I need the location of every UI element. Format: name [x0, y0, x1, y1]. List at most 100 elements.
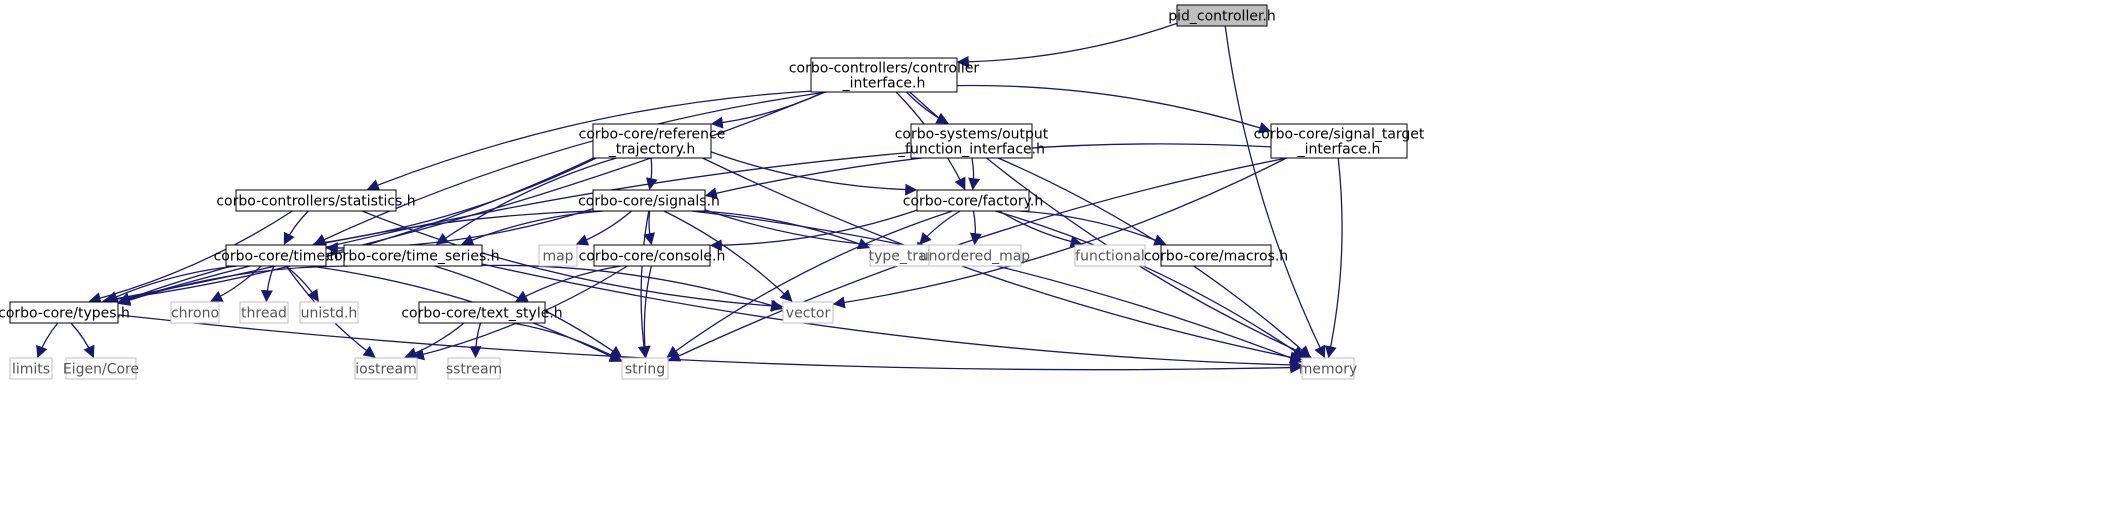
node-label-unistd: unistd.h: [301, 306, 358, 322]
edge-ci-to-stat: [366, 90, 812, 191]
edge-sig-to-vector: [663, 210, 793, 302]
node-label-fac: corbo-core/factory.h: [903, 194, 1043, 210]
node-label-um: unordered_map: [920, 249, 1030, 265]
node-stat[interactable]: corbo-controllers/statistics.h: [216, 189, 416, 212]
node-sti[interactable]: corbo-core/signal_target_interface.h: [1254, 123, 1425, 159]
edge-ci-to-ofi: [906, 91, 949, 124]
node-box-limits: [9, 357, 53, 380]
node-label-tt: type_traits: [869, 249, 944, 265]
edge-sig-to-ts: [461, 210, 604, 246]
edge-sig-to-types: [117, 210, 595, 304]
edge-types-to-memory: [117, 314, 1303, 374]
edge-pid-to-memory: [1224, 25, 1326, 359]
node-label-ref-line-1: _trajectory.h: [608, 142, 695, 158]
node-box-iostream: [354, 357, 418, 380]
node-box-ts: [343, 244, 483, 267]
edge-types-to-eigen: [70, 322, 95, 359]
node-label-ofi-line-1: _function_interface.h: [897, 142, 1045, 158]
edge-fac-to-mac: [1019, 210, 1167, 246]
node-box-sig: [592, 189, 706, 212]
node-label-con: corbo-core/console.h: [579, 249, 726, 265]
node-box-unistd: [299, 301, 359, 324]
node-label-sstream: sstream: [446, 362, 502, 378]
node-tsty[interactable]: corbo-core/text_style.h: [401, 301, 563, 324]
edge-fac-to-con: [709, 209, 918, 252]
edge-time-to-string: [310, 265, 623, 362]
node-limits: limits: [9, 357, 53, 380]
edge-ofi-to-fac: [968, 157, 981, 191]
edge-ts-to-types: [117, 265, 349, 306]
edge-ci-to-sti: [956, 84, 1272, 134]
edge-sti-to-vector: [832, 157, 1287, 309]
edge-ci-to-time: [313, 91, 827, 245]
node-mac[interactable]: corbo-core/macros.h: [1144, 244, 1288, 267]
node-label-iostream: iostream: [355, 362, 417, 378]
node-ci[interactable]: corbo-controllers/controller_interface.h: [789, 57, 980, 93]
node-types[interactable]: corbo-core/types.h: [0, 301, 130, 324]
node-label-memory: memory: [1299, 362, 1358, 378]
node-time[interactable]: corbo-core/time.h: [214, 244, 339, 267]
node-ref[interactable]: corbo-core/reference_trajectory.h: [579, 123, 726, 159]
edge-tsty-to-iostream: [404, 322, 465, 359]
node-label-limits: limits: [12, 362, 50, 378]
edge-fac-to-func: [998, 210, 1083, 248]
edge-sig-to-string: [637, 210, 650, 359]
node-label-ci-line-0: corbo-controllers/controller: [789, 61, 980, 77]
node-box-mac: [1160, 244, 1272, 267]
node-box-memory: [1301, 357, 1355, 380]
node-box-ofi: [910, 123, 1033, 159]
node-func: functional: [1074, 244, 1146, 267]
edge-fac-to-um: [969, 210, 982, 246]
node-label-ci-line-1: _interface.h: [842, 76, 926, 92]
edge-sig-to-memory: [691, 210, 1303, 364]
node-fac[interactable]: corbo-core/factory.h: [903, 189, 1043, 212]
edge-ref-to-types: [102, 157, 594, 306]
node-vector: vector: [782, 301, 834, 324]
node-ts[interactable]: corbo-core/time_series.h: [326, 244, 500, 267]
node-label-chrono: chrono: [171, 306, 219, 322]
edge-sig-to-con: [643, 210, 655, 246]
node-label-ref-line-0: corbo-core/reference: [579, 127, 726, 143]
node-label-stat: corbo-controllers/statistics.h: [216, 194, 415, 210]
node-box-time: [225, 244, 327, 267]
edges-layer: [36, 22, 1343, 374]
node-box-chrono: [170, 301, 220, 324]
edge-sti-to-memory: [1324, 157, 1343, 359]
node-label-tsty: corbo-core/text_style.h: [401, 306, 562, 322]
node-box-ci: [810, 57, 958, 93]
node-label-types: corbo-core/types.h: [0, 306, 130, 322]
node-box-sstream: [447, 357, 501, 380]
node-label-ts: corbo-core/time_series.h: [326, 249, 499, 265]
node-box-con: [593, 244, 711, 267]
node-pid[interactable]: pid_controller.h: [1168, 4, 1276, 27]
node-label-thread: thread: [241, 306, 287, 322]
edge-time-to-chrono: [210, 265, 262, 302]
node-box-tsty: [418, 301, 546, 324]
node-label-vector: vector: [786, 306, 831, 322]
node-box-um: [928, 244, 1022, 267]
node-label-sti-line-1: _interface.h: [1297, 142, 1381, 158]
node-label-time: corbo-core/time.h: [214, 249, 339, 265]
edge-fac-to-string: [666, 210, 953, 358]
edge-time-to-thread: [260, 265, 275, 303]
node-label-eigen: Eigen/Core: [63, 362, 139, 378]
node-tt: type_traits: [869, 244, 944, 267]
node-box-eigen: [65, 357, 137, 380]
node-box-string: [621, 357, 669, 380]
node-con[interactable]: corbo-core/console.h: [579, 244, 726, 267]
edge-ofi-to-types: [117, 151, 912, 305]
edge-stat-to-time: [283, 210, 309, 246]
node-label-ofi-line-0: corbo-systems/output: [895, 127, 1049, 143]
node-um: unordered_map: [920, 244, 1030, 267]
node-ofi[interactable]: corbo-systems/output_function_interface.…: [895, 123, 1049, 159]
node-box-vector: [782, 301, 834, 324]
edge-con-to-tsty: [515, 265, 621, 302]
node-memory: memory: [1299, 357, 1358, 380]
node-sig[interactable]: corbo-core/signals.h: [578, 189, 720, 212]
node-box-func: [1074, 244, 1146, 267]
edge-pid-to-ci: [956, 22, 1178, 68]
node-unistd: unistd.h: [299, 301, 359, 324]
node-box-stat: [235, 189, 397, 212]
edge-tsty-to-sstream: [469, 322, 482, 359]
